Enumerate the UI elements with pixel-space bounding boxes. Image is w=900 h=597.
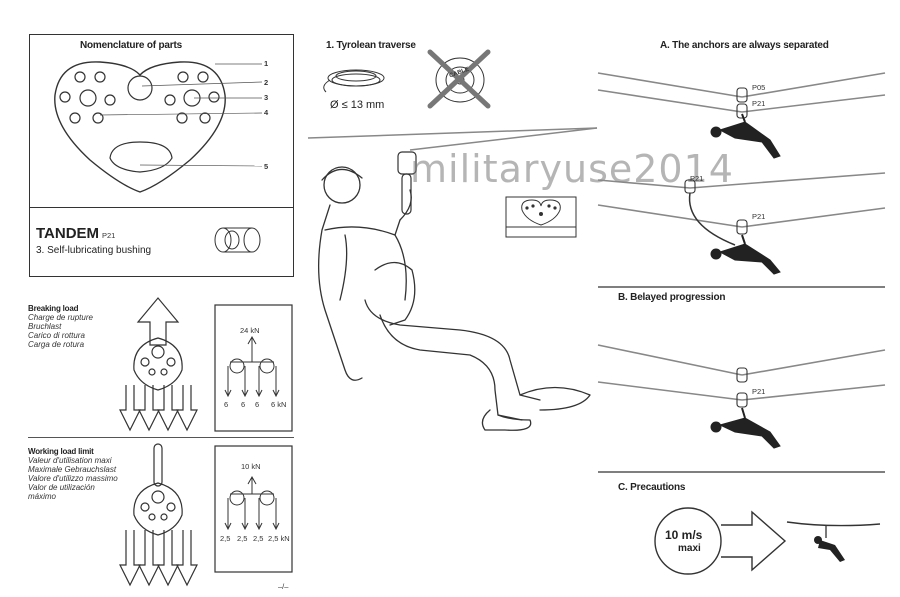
working-value-2: 2,5 xyxy=(237,534,248,543)
breaking-total-label: 24 kN xyxy=(240,326,260,335)
part-number-5: 5 xyxy=(264,162,269,171)
breaking-value-1: 6 xyxy=(224,400,229,409)
breaking-translation-1: Charge de rupture xyxy=(28,313,93,322)
bushing-label: 3. Self-lubricating bushing xyxy=(36,245,152,256)
breaking-translation-4: Carga de rotura xyxy=(28,340,85,349)
p21-label-3: P21 xyxy=(752,212,766,221)
p05-label: P05 xyxy=(752,83,766,92)
tyrolean-title: 1. Tyrolean traverse xyxy=(326,40,416,51)
working-translation-1: Valeur d'utilisation maxi xyxy=(28,456,112,465)
working-value-3: 2,5 xyxy=(253,534,264,543)
section-c-title: C. Precautions xyxy=(618,482,686,493)
working-translation-5: máximo xyxy=(28,492,57,501)
page-mark: –/– xyxy=(278,582,289,591)
section-divider xyxy=(28,437,294,438)
breaking-value-3: 6 xyxy=(255,400,260,409)
product-name: TANDEM xyxy=(36,225,100,242)
breaking-translation-3: Carico di rottura xyxy=(28,331,85,340)
working-total-label: 10 kN xyxy=(241,462,261,471)
part-number-2: 2 xyxy=(264,78,269,87)
working-load-title: Working load limit xyxy=(28,447,94,456)
p21-label-2: P21 xyxy=(690,174,704,183)
working-translation-4: Valor de utilización xyxy=(28,483,95,492)
breaking-value-2: 6 xyxy=(241,400,246,409)
breaking-translation-2: Bruchlast xyxy=(28,322,62,331)
part-number-4: 4 xyxy=(264,108,269,117)
part-number-3: 3 xyxy=(264,93,269,102)
p21-label-1: P21 xyxy=(752,99,766,108)
rope-diameter-label: Ø ≤ 13 mm xyxy=(330,99,385,111)
product-code: P21 xyxy=(102,231,116,240)
breaking-load-title: Breaking load xyxy=(28,304,79,313)
part-number-1: 1 xyxy=(264,59,269,68)
nomenclature-divider xyxy=(29,207,294,208)
breaking-value-4: 6 kN xyxy=(271,400,287,409)
section-a-title: A. The anchors are always separated xyxy=(660,40,829,51)
working-value-4: 2,5 kN xyxy=(268,534,290,543)
p21-label-4: P21 xyxy=(752,387,766,396)
nomenclature-panel xyxy=(29,34,294,277)
speed-sub-label: maxi xyxy=(678,543,701,554)
watermark: militaryuse2014 xyxy=(410,147,734,191)
section-b-title: B. Belayed progression xyxy=(618,292,726,303)
speed-label: 10 m/s xyxy=(665,528,703,542)
working-value-1: 2,5 xyxy=(220,534,231,543)
working-translation-2: Maximale Gebrauchslast xyxy=(28,465,117,474)
working-translation-3: Valore d'utilizzo massimo xyxy=(28,474,118,483)
nomenclature-title: Nomenclature of parts xyxy=(80,40,182,51)
